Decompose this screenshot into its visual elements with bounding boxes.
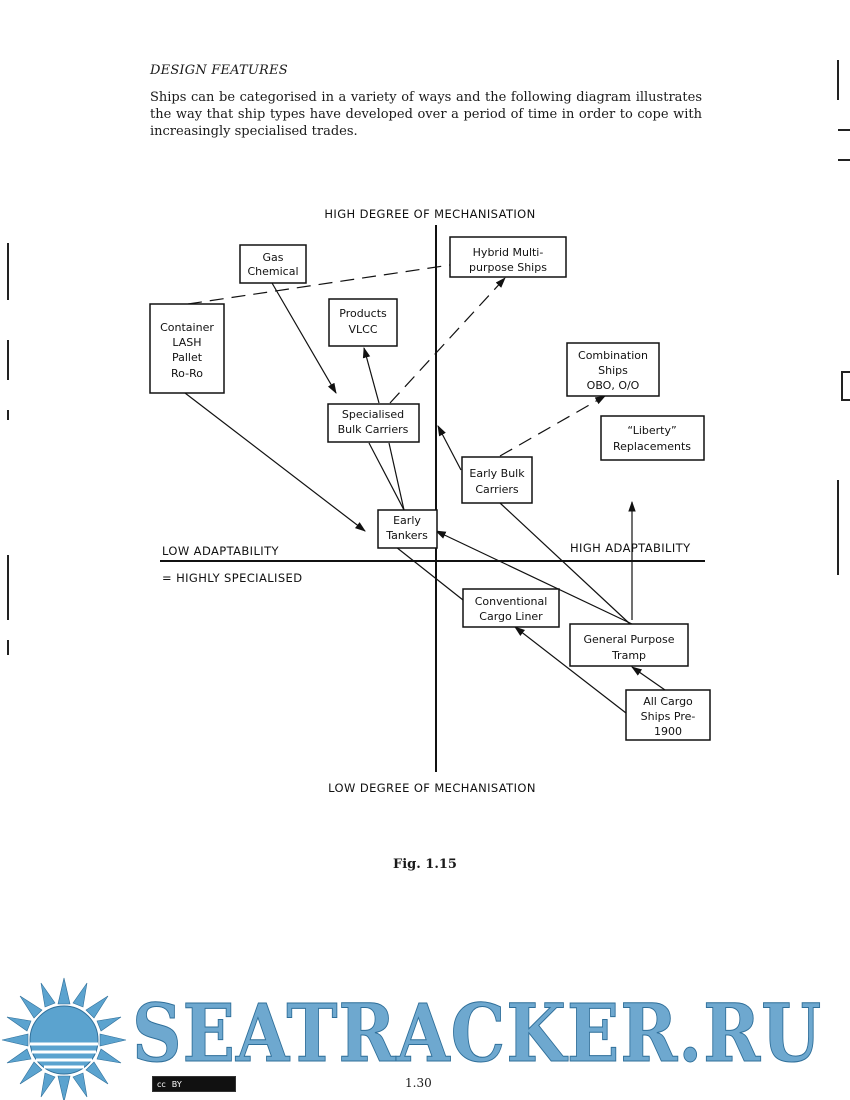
section-heading: DESIGN FEATURES xyxy=(150,63,288,78)
box-combination xyxy=(566,342,660,397)
intro-paragraph: Ships can be categorised in a variety of… xyxy=(150,90,702,139)
box-combination-label-3: OBO, O/O xyxy=(587,379,640,392)
figure-caption: Fig. 1.15 xyxy=(393,857,457,872)
box-earlybulk-label-2: Carriers xyxy=(475,483,519,496)
box-earlybulk-label-1: Early Bulk xyxy=(469,467,525,480)
dashed-specialised-to-hybrid xyxy=(389,277,506,404)
cc-icon: cc xyxy=(157,1079,166,1089)
box-combination-label-2: Ships xyxy=(598,364,628,377)
box-general-label-1: General Purpose xyxy=(584,633,675,646)
link-gas-to-specialised xyxy=(271,282,337,394)
box-liberty xyxy=(600,415,705,461)
box-gas-label-1: Gas xyxy=(263,251,284,264)
box-gas-chemical xyxy=(239,244,307,284)
box-earlytankers-label-2: Tankers xyxy=(385,529,428,542)
link-tankers-to-specialised-b xyxy=(388,442,405,511)
edge-marks xyxy=(7,60,850,655)
box-gas-label-2: Chemical xyxy=(247,265,298,278)
box-general-label-2: Tramp xyxy=(611,649,646,662)
box-hybrid-label-1: Hybrid Multi- xyxy=(473,246,544,259)
box-products-label-2: VLCC xyxy=(348,323,377,336)
box-liberty-label-1: “Liberty” xyxy=(627,424,676,437)
link-tramp-to-tankers xyxy=(435,530,633,625)
link-tankers-to-container xyxy=(184,392,366,532)
dashed-earlybulk-to-combination xyxy=(499,395,606,457)
box-container-label-4: Ro-Ro xyxy=(171,367,203,380)
box-conventional xyxy=(462,588,560,628)
box-products-label-1: Products xyxy=(339,307,387,320)
box-specialised xyxy=(327,403,420,443)
box-conventional-label-1: Conventional xyxy=(475,595,548,608)
box-allcargo-label-2: Ships Pre- xyxy=(641,710,696,723)
link-specialised-to-products xyxy=(362,346,380,404)
box-specialised-label-1: Specialised xyxy=(342,408,404,421)
page-number: 1.30 xyxy=(405,1076,432,1090)
link-tramp-to-earlybulk xyxy=(499,502,631,625)
axis-label-left-sub: = HIGHLY SPECIALISED xyxy=(162,571,302,585)
box-container xyxy=(149,303,225,394)
axis-label-top: HIGH DEGREE OF MECHANISATION xyxy=(324,207,535,221)
axis-label-bottom: LOW DEGREE OF MECHANISATION xyxy=(328,781,536,795)
link-allcargo-to-tramp xyxy=(631,666,666,691)
box-container-label-3: Pallet xyxy=(172,351,203,364)
box-container-label-2: LASH xyxy=(172,336,201,349)
watermark-text: SEATRACKER.RU xyxy=(132,986,822,1080)
link-tankers-to-specialised-a xyxy=(368,442,405,511)
link-earlybulk-to-specialised xyxy=(437,425,462,471)
dashed-container-to-hybrid xyxy=(187,264,451,305)
watermark-sun-icon xyxy=(1,977,127,1100)
box-hybrid xyxy=(449,236,567,278)
box-allcargo-label-1: All Cargo xyxy=(643,695,693,708)
box-all-cargo xyxy=(625,689,711,741)
box-products xyxy=(328,298,398,347)
box-earlytankers-label-1: Early xyxy=(393,514,421,527)
cc-license-badge[interactable]: cc BY xyxy=(152,1076,236,1092)
box-combination-label-1: Combination xyxy=(578,349,648,362)
link-allcargo-to-conventional xyxy=(514,626,627,714)
box-allcargo-label-3: 1900 xyxy=(654,725,682,738)
link-conventional-to-tankers xyxy=(395,546,464,601)
box-liberty-label-2: Replacements xyxy=(613,440,691,453)
box-specialised-label-2: Bulk Carriers xyxy=(338,423,409,436)
box-early-bulk xyxy=(461,456,533,504)
cc-by-label: BY xyxy=(171,1079,182,1089)
axis-label-right: HIGH ADAPTABILITY xyxy=(570,541,691,555)
box-early-tankers xyxy=(377,509,438,549)
box-hybrid-label-2: purpose Ships xyxy=(469,261,547,274)
box-container-label-1: Container xyxy=(160,321,214,334)
box-general-tramp xyxy=(569,623,689,667)
box-conventional-label-2: Cargo Liner xyxy=(479,610,543,623)
axis-label-left: LOW ADAPTABILITY xyxy=(162,544,279,558)
